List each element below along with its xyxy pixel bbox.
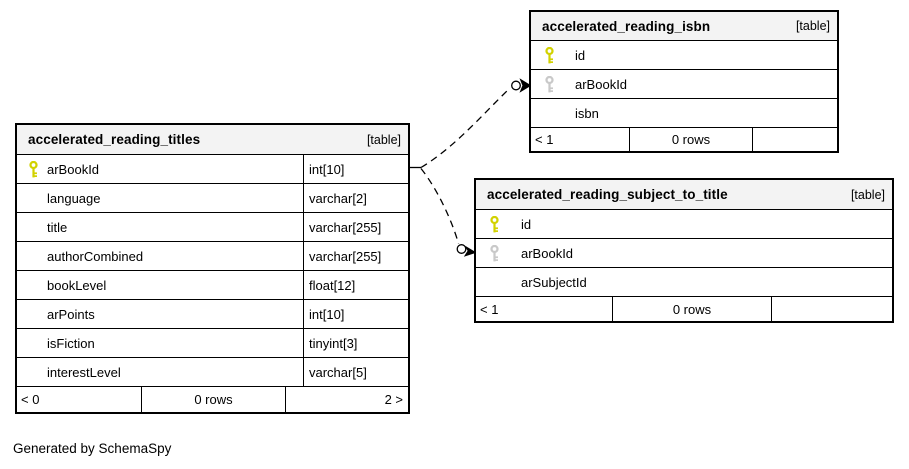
footer-row-count: 0 rows: [142, 387, 286, 412]
footer-children-count: [753, 128, 837, 151]
column-row: id: [476, 209, 892, 238]
column-type: varchar[5]: [303, 358, 408, 386]
column-type: varchar[255]: [303, 242, 408, 270]
table-footer: < 1 0 rows: [476, 296, 892, 321]
table-accelerated-reading-isbn: accelerated_reading_isbn [table] id arBo…: [529, 10, 839, 153]
table-header: accelerated_reading_isbn [table]: [531, 12, 837, 40]
table-tag: [table]: [850, 187, 885, 202]
table-footer: < 0 0 rows 2 >: [17, 386, 408, 412]
relationship-line-subject: [420, 168, 460, 244]
column-name: id: [575, 47, 586, 63]
primary-key-icon: [543, 46, 555, 64]
column-name: bookLevel: [47, 277, 107, 293]
column-name: arBookId: [521, 245, 574, 261]
table-accelerated-reading-subject-to-title: accelerated_reading_subject_to_title [ta…: [474, 178, 894, 323]
column-row: isFiction tinyint[3]: [17, 328, 408, 357]
footer-children-count: [772, 297, 892, 321]
footer-children-count: 2 >: [384, 392, 403, 407]
column-name: interestLevel: [47, 364, 121, 380]
primary-key-icon: [488, 215, 500, 233]
column-row: isbn: [531, 98, 837, 127]
column-type: varchar[255]: [303, 213, 408, 241]
column-name: arSubjectId: [521, 274, 587, 290]
column-name: arBookId: [47, 161, 100, 177]
column-row: arSubjectId: [476, 267, 892, 296]
footer-row-count: 0 rows: [630, 128, 753, 151]
column-name: isFiction: [47, 335, 95, 351]
footer-parents-count: < 0: [17, 387, 142, 412]
zero-cardinality-circle-icon: [511, 80, 521, 91]
zero-cardinality-circle-icon: [456, 244, 467, 254]
primary-key-icon: [27, 160, 39, 178]
column-type: int[10]: [303, 155, 408, 183]
column-name: id: [521, 216, 532, 232]
table-accelerated-reading-titles: accelerated_reading_titles [table] arBoo…: [15, 123, 410, 414]
column-type: varchar[2]: [303, 184, 408, 212]
column-row: arBookId: [476, 238, 892, 267]
column-name: arBookId: [575, 76, 628, 92]
column-row: arBookId int[10]: [17, 154, 408, 183]
column-name: isbn: [575, 105, 599, 121]
relationship-line-isbn: [420, 88, 510, 169]
table-title-link[interactable]: accelerated_reading_titles: [28, 132, 201, 147]
column-name: authorCombined: [47, 248, 144, 264]
column-row: id: [531, 40, 837, 69]
table-title-link[interactable]: accelerated_reading_isbn: [542, 18, 711, 34]
column-row: title varchar[255]: [17, 212, 408, 241]
table-tag: [table]: [366, 132, 401, 147]
column-row: interestLevel varchar[5]: [17, 357, 408, 386]
column-type: int[10]: [303, 300, 408, 328]
footer-parents-count: < 1: [476, 297, 613, 321]
footer-row-count: 0 rows: [613, 297, 772, 321]
foreign-key-icon: [488, 244, 500, 262]
column-name: arPoints: [47, 306, 95, 322]
footer-parents-count: < 1: [531, 128, 630, 151]
table-title-link[interactable]: accelerated_reading_subject_to_title: [487, 187, 728, 202]
column-row: arPoints int[10]: [17, 299, 408, 328]
column-row: language varchar[2]: [17, 183, 408, 212]
column-row: authorCombined varchar[255]: [17, 241, 408, 270]
table-header: accelerated_reading_subject_to_title [ta…: [476, 180, 892, 209]
table-footer: < 1 0 rows: [531, 127, 837, 151]
column-row: bookLevel float[12]: [17, 270, 408, 299]
table-tag: [table]: [795, 19, 830, 33]
foreign-key-icon: [543, 75, 555, 93]
column-name: language: [47, 190, 101, 206]
column-type: tinyint[3]: [303, 329, 408, 357]
table-header: accelerated_reading_titles [table]: [17, 125, 408, 154]
column-name: title: [47, 219, 68, 235]
generated-by-note: Generated by SchemaSpy: [13, 441, 172, 456]
column-row: arBookId: [531, 69, 837, 98]
column-type: float[12]: [303, 271, 408, 299]
